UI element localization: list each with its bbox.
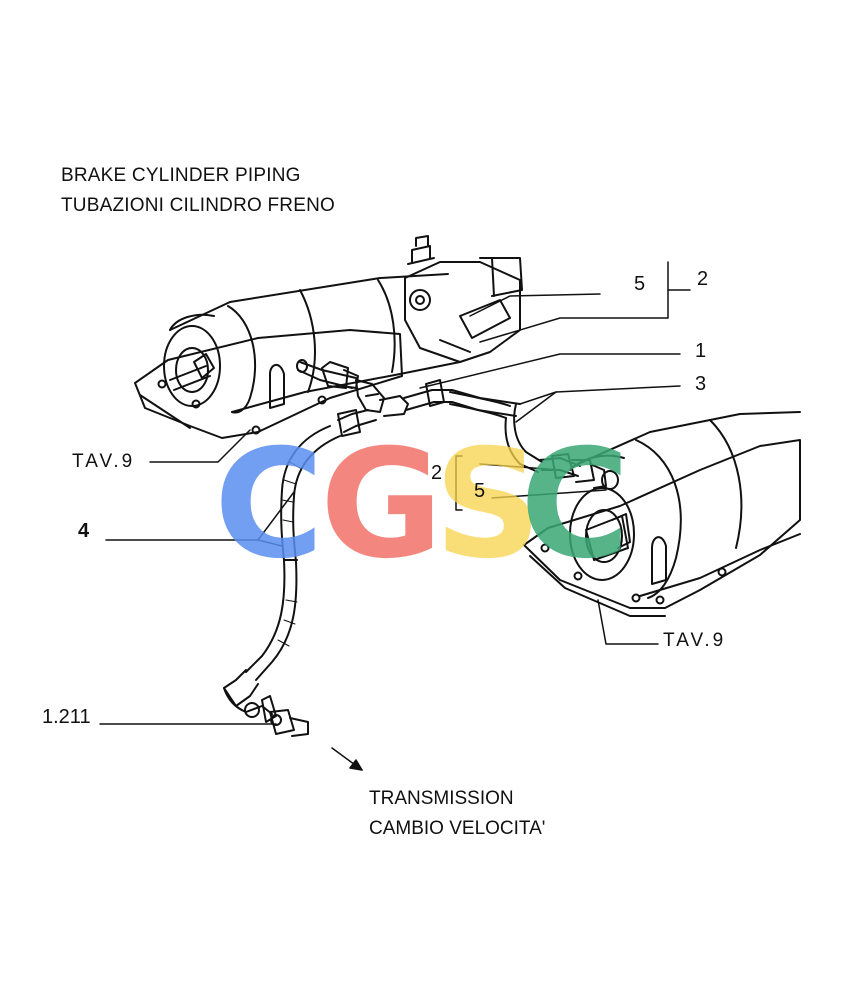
callout-3: 3 <box>695 373 707 395</box>
destination-english: TRANSMISSION <box>369 788 514 809</box>
title-english: BRAKE CYLINDER PIPING <box>61 165 301 186</box>
destination-italian: CAMBIO VELOCITA' <box>369 818 546 839</box>
leader-lines <box>99 261 691 771</box>
callout-1: 1 <box>695 340 707 362</box>
left-brake-cylinder <box>134 235 523 439</box>
callout-2-top: 2 <box>697 268 709 290</box>
callout-2-mid: 2 <box>431 462 443 484</box>
title-italian: TUBAZIONI CILINDRO FRENO <box>61 195 335 216</box>
watermark-letter-s: S <box>434 418 543 592</box>
arrow-head <box>349 759 363 771</box>
callout-4: 4 <box>78 520 90 542</box>
brake-piping <box>223 379 543 737</box>
reference-tav-left: TAV.9 <box>72 451 136 472</box>
callout-1-211: 1.211 <box>42 706 91 728</box>
reference-tav-right: TAV.9 <box>663 630 727 651</box>
right-brake-cylinder <box>523 411 801 617</box>
watermark-letter-c2: C <box>520 418 631 592</box>
callout-5-top: 5 <box>634 273 646 295</box>
watermark-letter-c1: C <box>214 418 325 592</box>
watermark-letter-g: G <box>320 418 444 592</box>
callout-5-mid: 5 <box>474 480 486 502</box>
